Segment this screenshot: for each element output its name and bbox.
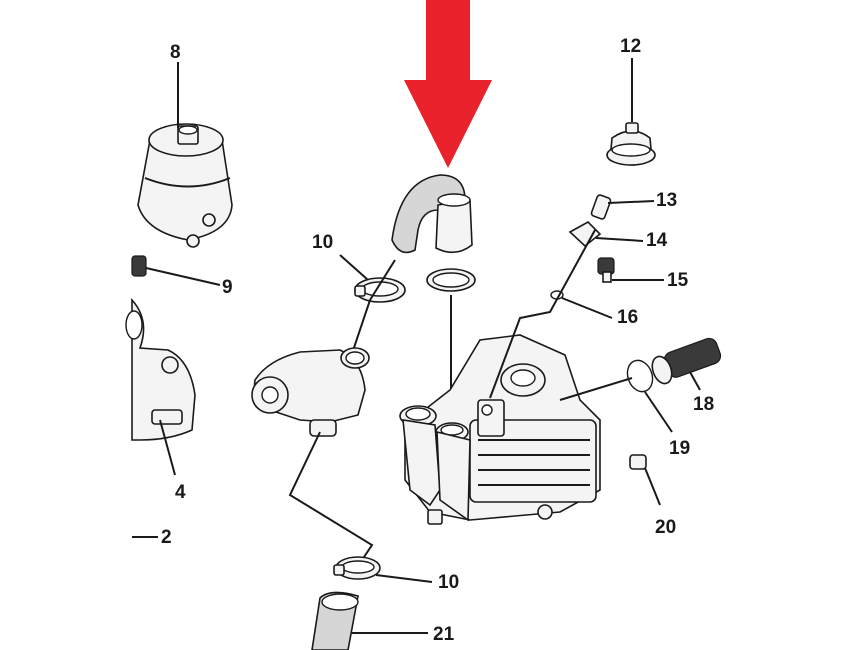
red-pointer-arrow bbox=[404, 0, 492, 168]
connector-line-lower bbox=[288, 431, 374, 561]
part-21-hose bbox=[311, 591, 428, 650]
callout-10a: 10 bbox=[312, 232, 333, 253]
part-8-filter-cap bbox=[137, 123, 233, 248]
part-elbow-hose bbox=[391, 174, 473, 254]
callout-2: 2 bbox=[161, 527, 172, 548]
callout-10b: 10 bbox=[438, 572, 459, 593]
part-4-filter-housing bbox=[125, 297, 196, 476]
part-10-lower-clamp bbox=[333, 556, 433, 583]
callout-20: 20 bbox=[655, 517, 676, 538]
part-9-drain-plug bbox=[131, 255, 221, 286]
part-ring-clamp bbox=[426, 268, 476, 292]
callout-14: 14 bbox=[646, 230, 668, 251]
callout-18: 18 bbox=[693, 394, 714, 415]
callout-13: 13 bbox=[656, 190, 677, 211]
callout-19: 19 bbox=[669, 438, 690, 459]
callout-16: 16 bbox=[617, 307, 638, 328]
callout-15: 15 bbox=[667, 270, 689, 291]
part-13-fitting bbox=[590, 194, 655, 220]
part-15-sensor bbox=[597, 257, 664, 283]
connector-line-filter bbox=[559, 377, 633, 401]
callout-4: 4 bbox=[175, 482, 186, 503]
callout-21: 21 bbox=[433, 624, 455, 645]
part-18-filter bbox=[651, 337, 722, 391]
part-20-bolt bbox=[629, 454, 661, 506]
part-19-o-ring bbox=[626, 359, 673, 433]
part-14-adapter bbox=[568, 221, 644, 248]
callout-12: 12 bbox=[620, 36, 641, 57]
part-main-housing bbox=[399, 334, 601, 525]
part-10-upper-clamp bbox=[339, 254, 406, 303]
connector-line-sensor bbox=[489, 229, 596, 399]
callout-9: 9 bbox=[222, 277, 233, 298]
part-12-sensor-cap bbox=[606, 58, 656, 166]
callout-8: 8 bbox=[170, 42, 181, 63]
part-water-pump bbox=[251, 347, 370, 437]
